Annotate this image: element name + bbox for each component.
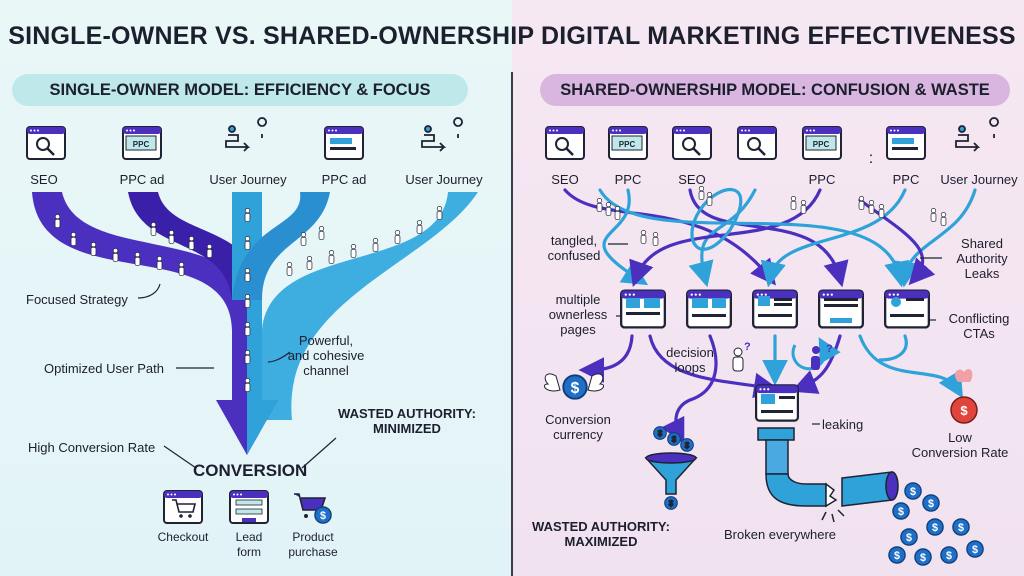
ownerless-page-1 [620,289,666,329]
stream-ppc-2 [232,192,330,300]
user-journey-icon [225,117,267,152]
source-ppc-ad: PPC ad [119,172,165,187]
broken-pipe [757,427,899,523]
tangled-flows [563,187,977,288]
outcome-lead-form: Lead form [235,530,263,559]
conversion-arrow-right [247,300,278,455]
ownerless-page-2 [686,289,732,329]
seo-icon [26,126,66,160]
panel-divider [511,72,513,576]
source-ppc-right-3: PPC [892,172,920,187]
high-conversion-label: High Conversion Rate [28,440,156,455]
shared-authority-leaks-label: Shared Authority Leaks [956,236,1008,281]
source-user-journey-right: User Journey [940,172,1018,187]
outcome-checkout: Checkout [157,530,209,544]
stream-seo [32,192,262,420]
checkout-icon [163,489,203,525]
decision-loop-icon: ? [791,337,841,371]
optimized-user-path-label: Optimized User Path [44,361,164,376]
source-ppc-ad-2: PPC ad [321,172,367,187]
source-user-journey-2: User Journey [405,172,483,187]
ppc-ad-icon [122,126,162,160]
ownerless-page-5 [884,289,930,329]
tangled-label: tangled, confused [547,233,601,263]
source-seo: SEO [30,172,58,187]
powerful-channel-label: Powerful, and cohesive channel [287,333,365,378]
ppc-icon-text: PPC [133,140,150,149]
ppc-icon-text-2: PPC [619,140,636,149]
product-purchase-icon [294,493,332,524]
ownerless-page-3 [752,289,798,329]
source-ppc-right: PPC [614,172,642,187]
ppc-icon-text-3: PPC [813,140,830,149]
svg-text:?: ? [826,343,833,355]
decision-loops-label: decision loops [666,345,714,375]
leaking-page [755,384,799,422]
outcome-product-purchase: Product purchase [288,530,338,559]
focused-strategy-label: Focused Strategy [26,292,128,307]
stream-journey-2 [262,192,478,420]
source-user-journey: User Journey [209,172,287,187]
funnel-icon [644,426,698,510]
broken-everywhere-label: Broken everywhere [724,527,836,542]
ppc-icon-right [608,126,648,160]
lead-form-icon [229,489,269,525]
leaking-label: leaking [822,417,864,432]
stream-ppc [128,192,262,300]
conversion-currency-label: Conversion currency [545,412,611,442]
decision-person-icon: ? [732,341,751,372]
source-ppc-right-2: PPC [808,172,836,187]
conflicting-ctas-label: Conflicting CTAs [948,311,1010,341]
single-owner-heading: SINGLE-OWNER MODEL: EFFICIENCY & FOCUS [12,74,468,106]
spilled-coins [888,482,984,566]
low-conversion-rate-label: Low Conversion Rate [911,430,1009,460]
conversion-label: CONVERSION [193,461,308,480]
multiple-ownerless-pages-label: multiple ownerless pages [548,292,608,337]
source-seo-right-2: SEO [678,172,706,187]
svg-text:?: ? [744,341,751,353]
source-seo-right: SEO [551,172,579,187]
winged-coin-icon [544,373,604,400]
user-journey-icon-2 [421,117,463,152]
seo-icon-right [545,126,585,160]
wasted-authority-maximized-label: WASTED AUTHORITY: MAXIMIZED [532,519,670,549]
ownerless-page-4 [818,289,864,329]
ppc-icon-right-3 [886,126,926,160]
ppc-icon-right-2 [802,126,842,160]
user-journey-icon-right [955,117,999,152]
right-leader-lines [608,243,942,425]
seo-icon-right-3 [737,126,777,160]
seo-icon-right-2 [672,126,712,160]
wasted-authority-minimized-label: WASTED AUTHORITY: MINIMIZED [338,406,476,436]
low-conversion-coin-icon: $ [950,369,978,424]
ppc-ad-icon-2 [324,126,364,160]
left-leader-lines [137,283,337,469]
svg-text:$: $ [960,403,968,418]
shared-ownership-heading: SHARED-OWNERSHIP MODEL: CONFUSION & WAST… [540,74,1010,106]
main-title: SINGLE-OWNER VS. SHARED-OWNERSHIP DIGITA… [8,22,1016,50]
source-ellipsis: : [868,150,874,167]
